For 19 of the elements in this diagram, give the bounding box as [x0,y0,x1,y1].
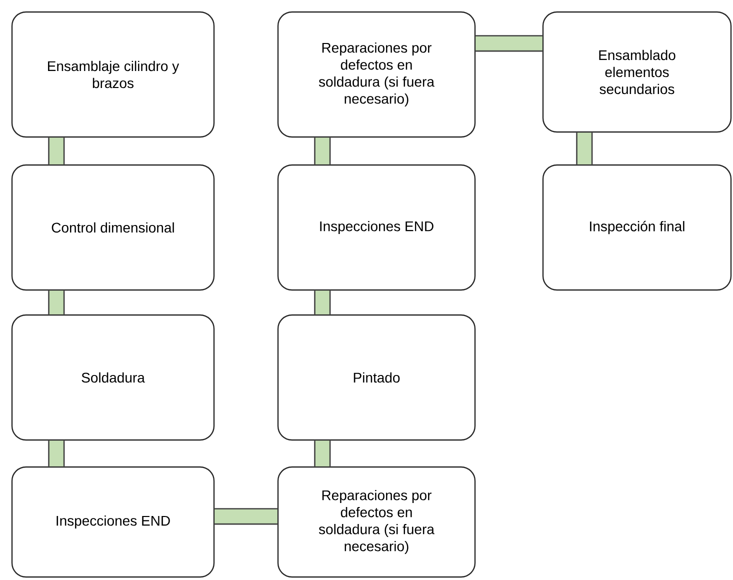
process-box: Inspecciones END [277,164,476,291]
process-box: Inspecciones END [11,466,215,578]
connector-bar [214,508,278,525]
process-box: Reparaciones por defectos en soldadura (si fuera necesario) [277,466,476,578]
connector-bar [48,290,65,314]
connector-bar [576,132,593,164]
process-box: Pintado [277,314,476,441]
process-box: Ensamblaje cilindro y brazos [11,11,215,138]
process-box: Soldadura [11,314,215,441]
process-box: Inspección final [542,164,732,291]
connector-bar [314,290,331,314]
connector-bar [476,35,542,52]
connector-bar [48,138,65,164]
process-box: Reparaciones por defectos en soldadura (si fuera necesario) [277,11,476,138]
connector-bar [314,138,331,164]
process-box: Ensamblado elementos secundarios [542,11,732,133]
connector-bar [48,440,65,466]
connector-bar [314,440,331,466]
process-box: Control dimensional [11,164,215,291]
